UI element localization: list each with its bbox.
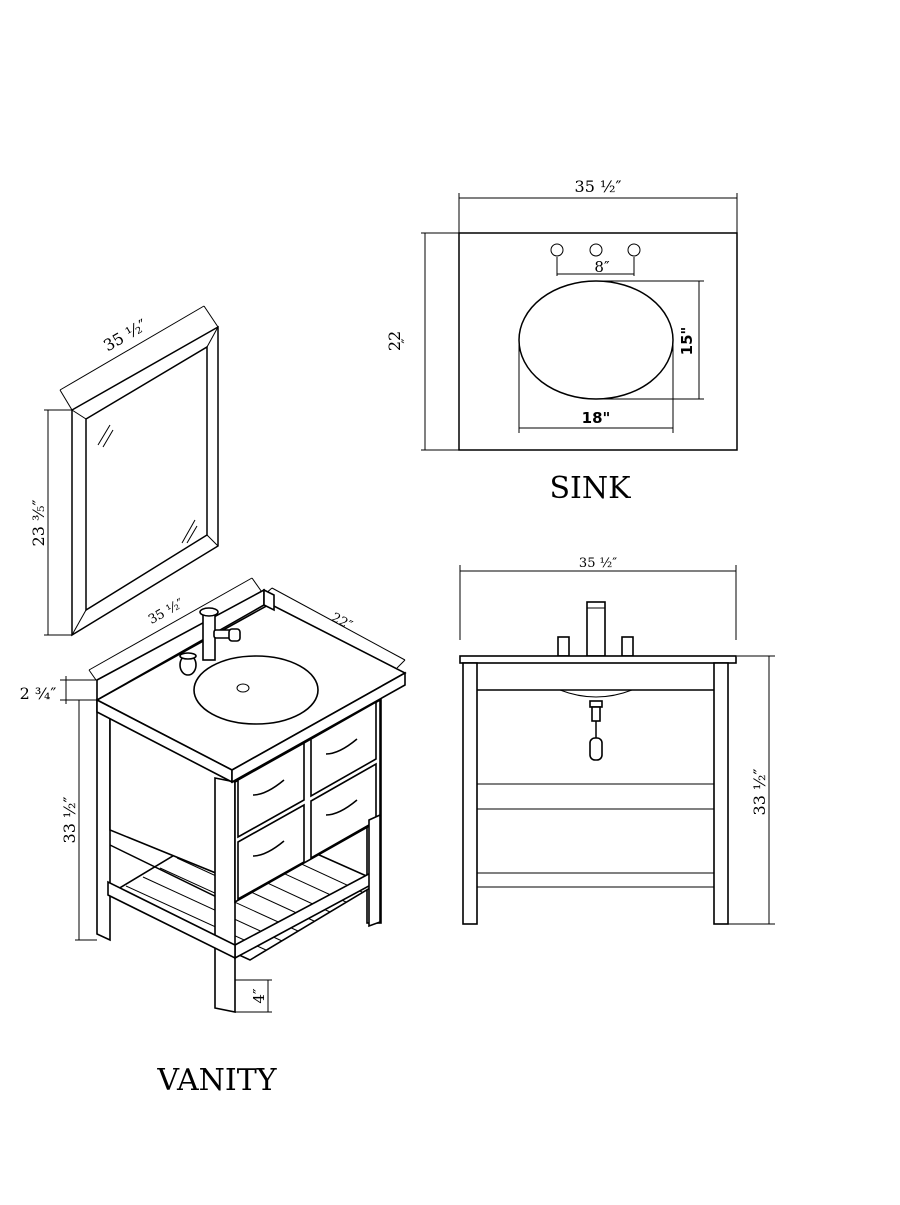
sink-top-view: 8″ 15" 18" 35 ½″ 22: [385, 177, 738, 506]
front-height-label: 33 ½″: [750, 769, 769, 816]
vanity-drawer-bottom-left: [237, 803, 305, 901]
front-faucet-handle-right: [621, 636, 634, 657]
faucet-hole-right: [627, 243, 641, 257]
front-faucet-handle-left: [557, 636, 570, 657]
front-height-dimension: 33 ½″: [728, 655, 775, 925]
basin-height-dimension: 15": [596, 280, 704, 400]
faucet-spread-label: 8″: [594, 258, 610, 276]
mirror-height-dimension: 23 ⅗″: [29, 409, 72, 636]
basin-height-label: 15": [678, 327, 696, 356]
front-bottom-shelf: [476, 872, 715, 888]
front-leg-left: [462, 662, 478, 925]
vanity-leg-front-left: [96, 698, 111, 942]
vanity-sink-basin: [193, 655, 319, 725]
vanity-faucet: [179, 607, 241, 676]
sink-basin-outline: [518, 280, 674, 400]
backsplash-height-label: 2 ¾″: [20, 684, 57, 703]
basin-width-label: 18": [582, 409, 611, 427]
vanity-countertop-edge-front: [231, 671, 406, 784]
vanity-width-label: 35 ½″: [146, 596, 187, 628]
front-width-dimension: 35 ½″: [459, 556, 737, 640]
sink-depth-dimension: 22 ″: [385, 232, 459, 451]
basin-width-dimension: 18": [518, 345, 674, 433]
mirror-view: 35 ½″ 23 ⅗″: [29, 305, 219, 637]
vanity-title: VANITY: [156, 1063, 277, 1098]
front-drawer-rail: [476, 783, 715, 810]
drawer-handle: [252, 840, 285, 857]
sink-width-label: 35 ½″: [575, 177, 622, 196]
sink-width-dimension: 35 ½″: [458, 177, 738, 233]
leg-height-dimension: 4″: [235, 979, 272, 1013]
vanity-side-stretcher: [107, 880, 236, 960]
mirror-reflection-bottom: [181, 519, 196, 544]
drawer-handle: [325, 738, 358, 755]
leg-height-label: 4″: [250, 988, 268, 1004]
mirror-frame-inner: [85, 345, 208, 612]
mirror-reflection-top: [97, 424, 111, 446]
mirror-width-label: 35 ½″: [100, 315, 150, 355]
faucet-spread-dimension: 8″: [556, 257, 635, 276]
mirror-width-dimension: 35 ½″: [59, 305, 219, 411]
mirror-frame-outer: [71, 325, 219, 637]
vanity-leg-front-center: [214, 777, 236, 1013]
vanity-height-dimension: 33 ½″: [60, 699, 97, 941]
front-countertop: [459, 655, 737, 664]
sink-title: SINK: [549, 471, 631, 506]
vanity-perspective-view: 35 ½″ 22″: [20, 577, 407, 1098]
front-drain-pipe: [589, 700, 603, 761]
faucet-hole-left: [550, 243, 564, 257]
mirror-height-label: 23 ⅗″: [29, 500, 48, 547]
drawer-handle: [252, 779, 285, 796]
vanity-front-view: 35 ½″ 33 ½″: [459, 556, 775, 925]
vanity-sink-drain: [236, 683, 250, 693]
front-faucet-spout: [586, 601, 606, 657]
front-leg-right: [713, 662, 729, 925]
vanity-height-label: 33 ½″: [60, 797, 79, 844]
front-width-label: 35 ½″: [579, 556, 617, 571]
sink-countertop-outline: [458, 232, 738, 451]
backsplash-height-dimension: 2 ¾″: [20, 676, 97, 704]
sink-depth-label: 22: [385, 331, 404, 351]
vanity-leg-front-right: [368, 813, 381, 928]
sink-depth-unit: ″: [400, 338, 416, 343]
drawer-handle: [325, 799, 358, 816]
front-sink-bowl: [559, 689, 633, 698]
faucet-hole-center: [589, 243, 603, 257]
